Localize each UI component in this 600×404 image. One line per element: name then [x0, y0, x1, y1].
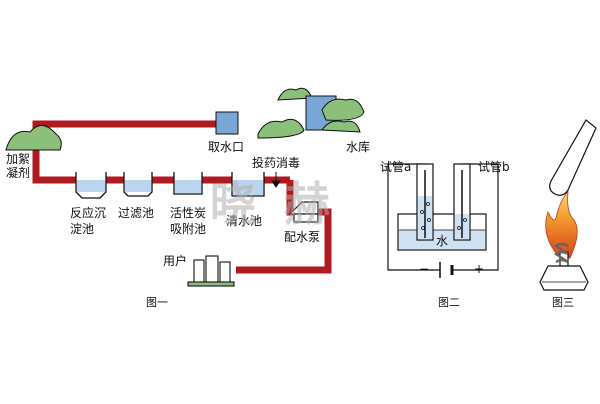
coagulant-bush [5, 125, 62, 151]
caption-figure-3: 图三 [552, 296, 574, 309]
inverted-test-tube [549, 119, 597, 196]
reaction-tank [75, 172, 107, 199]
clear-water-tank [231, 172, 265, 197]
pump [288, 201, 319, 223]
label-users: 用户 [163, 254, 188, 268]
label-minus: − [419, 262, 430, 276]
pipe-intake-to-coagulant [32, 120, 218, 184]
flame [545, 190, 578, 259]
caption-figure-1: 图一 [146, 296, 168, 309]
label-intake: 取水口 [208, 140, 245, 154]
label-carbon-tank-1: 活性炭 [170, 206, 207, 220]
label-clear-water-tank: 清水池 [226, 214, 263, 228]
label-reaction-tank-1: 反应沉 [70, 206, 107, 220]
label-reservoir: 水库 [346, 140, 371, 154]
label-coagulant-1: 加絮 [6, 152, 31, 166]
label-reaction-tank-2: 淀池 [70, 222, 95, 236]
label-tube-a: 试管a [380, 160, 412, 174]
label-carbon-tank-2: 吸附池 [170, 222, 207, 236]
label-filter-tank: 过滤池 [118, 206, 155, 220]
electrolysis-apparatus [387, 163, 499, 278]
watermark: 晓 赫 [210, 177, 337, 231]
user-buildings [187, 255, 235, 287]
label-water: 水 [436, 234, 449, 248]
burner-apparatus [539, 119, 597, 291]
label-pump: 配水泵 [284, 230, 321, 244]
label-coagulant-2: 凝剂 [6, 166, 31, 180]
pipe-pump-to-users [236, 208, 332, 274]
label-plus: + [474, 262, 485, 276]
caption-figure-2: 图二 [438, 296, 460, 309]
reservoir [257, 87, 365, 139]
alcohol-lamp [539, 265, 589, 291]
label-disinfectant: 投药消毒 [252, 156, 301, 170]
intake-box [215, 111, 239, 135]
filter-tank [123, 172, 153, 197]
wire-coil [553, 242, 569, 264]
disinfectant-arrow [271, 172, 281, 188]
label-tube-b: 试管b [478, 160, 510, 174]
carbon-tank [173, 172, 203, 195]
gas-bubbles [420, 202, 467, 230]
